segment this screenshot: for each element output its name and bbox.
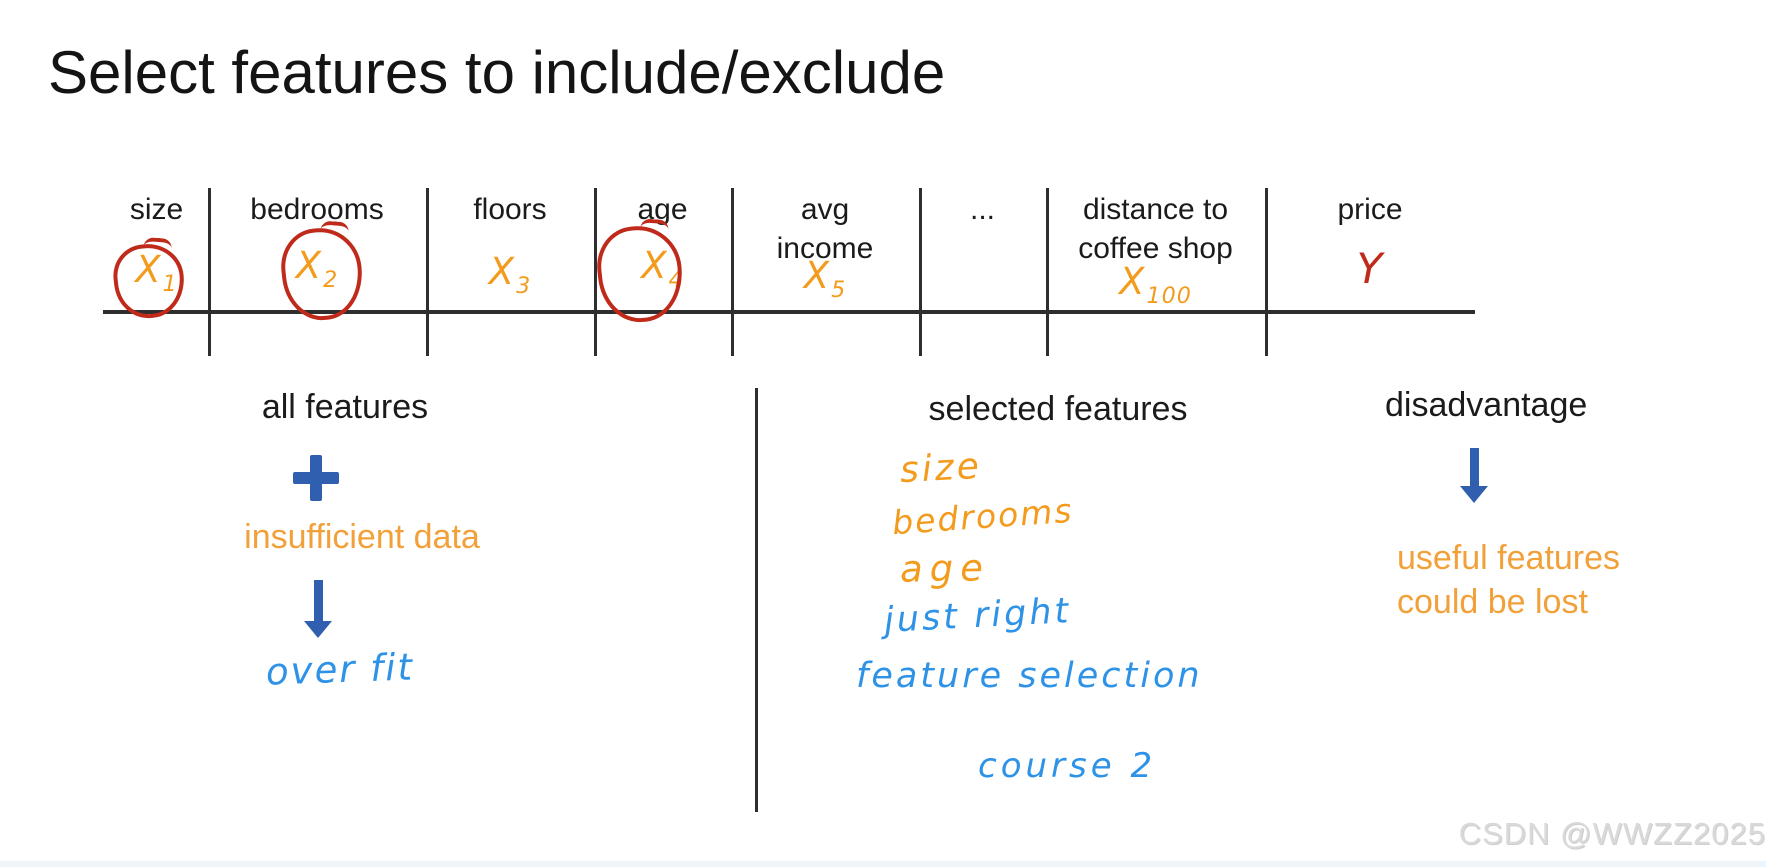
column-divider xyxy=(208,188,211,356)
plus-icon xyxy=(293,455,339,501)
target-var-y: Y xyxy=(1356,244,1384,293)
feature-var-x100: X100 xyxy=(1119,260,1192,309)
column-header-distance: distance to coffee shop xyxy=(1078,193,1233,265)
bottom-strip xyxy=(0,861,1766,867)
course-2-label: course 2 xyxy=(978,746,1157,786)
table-baseline xyxy=(103,310,1475,314)
column-header-ellipsis: ... xyxy=(969,193,995,226)
column-header-bedrooms: bedrooms xyxy=(250,193,384,226)
selected-features-heading: selected features xyxy=(928,390,1188,428)
disadvantage-heading: disadvantage xyxy=(1385,386,1588,424)
column-divider xyxy=(1265,188,1268,356)
feature-var-x3: X3 xyxy=(488,250,532,299)
page-title: Select features to include/exclude xyxy=(48,39,946,106)
column-header-size: size xyxy=(129,193,184,226)
watermark: CSDN @WWZZ2025 xyxy=(1458,816,1766,851)
column-header-avg-income: avg income xyxy=(776,193,874,265)
useful-features-note: useful features could be lost xyxy=(1397,539,1621,621)
red-circle xyxy=(277,224,367,324)
feature-selection-label: feature selection xyxy=(856,656,1203,696)
column-header-price: price xyxy=(1337,193,1403,226)
column-divider xyxy=(594,188,597,356)
panel-divider xyxy=(755,388,758,812)
selected-feature-size: size xyxy=(898,445,983,492)
all-features-heading: all features xyxy=(261,388,429,426)
column-divider xyxy=(731,188,734,356)
selected-feature-bedrooms: bedrooms xyxy=(890,490,1075,543)
column-divider xyxy=(1046,188,1049,356)
down-arrow-icon xyxy=(304,580,332,638)
column-divider xyxy=(426,188,429,356)
overfit-label: over fit xyxy=(265,645,415,694)
insufficient-data-label: insufficient data xyxy=(244,518,480,556)
down-arrow-icon xyxy=(1460,448,1488,503)
selected-feature-age: age xyxy=(899,546,991,591)
column-divider xyxy=(919,188,922,356)
just-right-label: just right xyxy=(883,591,1073,641)
column-header-floors: floors xyxy=(473,193,547,226)
feature-var-x5: X5 xyxy=(803,254,847,303)
